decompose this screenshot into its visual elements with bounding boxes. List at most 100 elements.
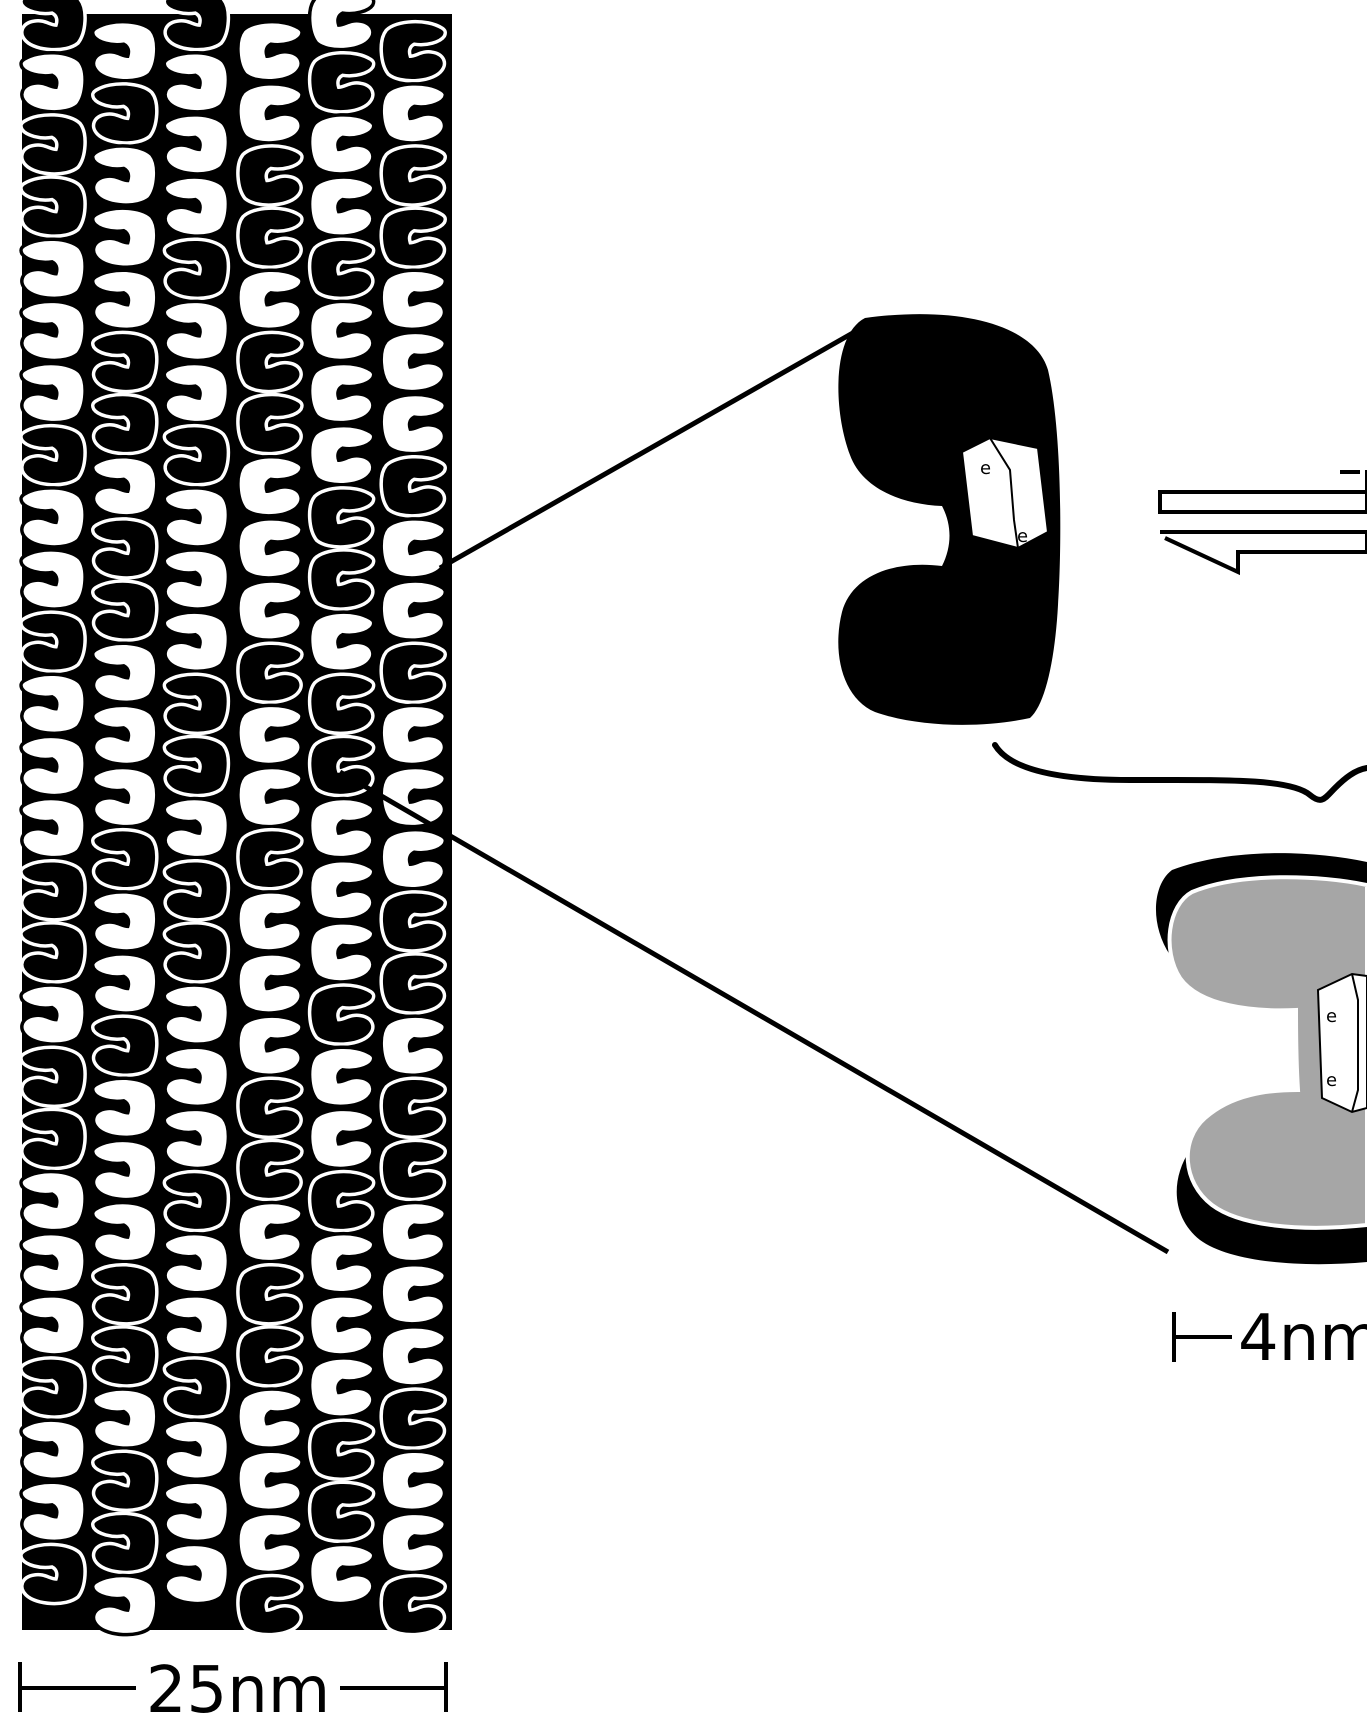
scale-4nm-label: 4nm [1238,1302,1367,1376]
subunit-grey-body [1167,875,1367,1230]
fibril-subunit [307,361,376,425]
fibril-subunit [236,1263,304,1326]
fibril-subunit [307,1294,376,1357]
fibril-subunit [307,1356,376,1419]
fibril-subunit [236,206,304,269]
fibril-subunit [90,330,159,394]
fibril-subunit [379,1200,448,1264]
fibril-subunit [19,0,87,52]
fibril-subunit [236,1573,304,1637]
fibril-subunit [379,1387,448,1450]
fibril-subunit [162,1418,231,1481]
fibril-subunit [162,299,231,363]
fibril-subunit [307,113,376,176]
fibril-subunit [379,206,448,269]
fibril-subunit [162,796,231,860]
fibril-subunit [90,1449,159,1513]
scale-25nm-label: 25nm [146,1654,330,1717]
fibril-subunit [307,1045,376,1109]
fibril-subunit [307,1169,376,1233]
scale-bar-4nm: 4nm [1172,1302,1367,1376]
fibril-subunit [90,144,159,207]
fibril-subunit [90,952,159,1015]
fibril-subunit [90,1014,159,1077]
arrow-back-barb [1160,470,1367,576]
fibril-subunit [379,19,448,83]
fibril-subunit [236,19,304,83]
fibril-subunit [236,144,304,207]
fibril-subunit [19,1107,87,1171]
fibril-subunit [19,859,87,922]
fibril-subunit [236,1076,304,1140]
fibril-subunit [162,1045,231,1109]
zoom-line-upper [438,327,860,571]
fibril-subunit [307,0,376,52]
fibril-subunit [162,486,231,549]
fibril-subunit [236,1511,304,1575]
site-letter-e1: e [980,458,991,479]
fibril-subunit [307,1480,376,1544]
fibril-subunit [236,455,304,518]
fibril-subunit [162,1542,231,1606]
fibril-subunit [90,827,159,891]
fibril-subunit [162,1107,231,1171]
fibril-column [19,0,452,1637]
fibril-subunit [236,641,304,705]
subunit-black-detail: e e [838,314,1061,725]
fibril-subunit [307,51,376,114]
fibril-subunit [19,921,87,984]
fibril-subunit [162,423,231,487]
fibril-subunit [307,1542,376,1606]
fibril-subunit [162,672,231,736]
fibril-subunit [379,641,448,705]
fibril-subunit [19,548,87,611]
fibril-subunit [19,1542,87,1606]
fibril-subunit [307,610,376,673]
fibril-subunit [379,268,448,332]
fibril-subunit [19,1169,87,1233]
fibril-subunit [236,1014,304,1077]
fibril-subunit [379,703,448,767]
fibril-subunit [19,361,87,425]
fibril-subunit [90,1138,159,1202]
fibril-subunit [19,734,87,798]
fibril-subunit [307,1107,376,1171]
fibril-subunit [19,237,87,301]
fibril-subunit [307,423,376,487]
fibril-subunit [307,548,376,611]
fibril-subunit [236,268,304,332]
fibril-subunit [90,1263,159,1326]
fibril-subunit [19,175,87,238]
fibril-subunit [236,1200,304,1264]
fibril-subunit [19,796,87,860]
fibril-subunit [379,330,448,394]
fibril-subunit [162,1169,231,1233]
fibril-subunit [90,1200,159,1264]
subunit-black-body [838,314,1061,725]
fibril-subunit [236,1387,304,1450]
fibril-subunit [90,765,159,829]
fibril-subunit [236,330,304,394]
fibril-subunit [379,1449,448,1513]
fibril-subunit [19,1418,87,1481]
fibril-subunit [19,1231,87,1295]
fibril-subunit [379,1076,448,1140]
fibril-subunit [162,1480,231,1544]
fibril-subunit [90,1325,159,1388]
fibril-subunit [19,1356,87,1419]
fibril-subunit [307,237,376,301]
fibril-subunit [307,299,376,363]
fibril-subunit [236,1449,304,1513]
fibril-subunit [236,765,304,829]
fibril-subunit [19,1294,87,1357]
fibril-subunit [90,206,159,269]
fibril-subunit [90,268,159,332]
fibril-subunit [19,113,87,176]
fibril-subunit [379,455,448,518]
brace-icon [992,742,1367,803]
fibril-subunit [379,1325,448,1388]
fibril-subunit [162,113,231,176]
fibril-subunit [90,82,159,145]
fibril-subunit [236,392,304,456]
